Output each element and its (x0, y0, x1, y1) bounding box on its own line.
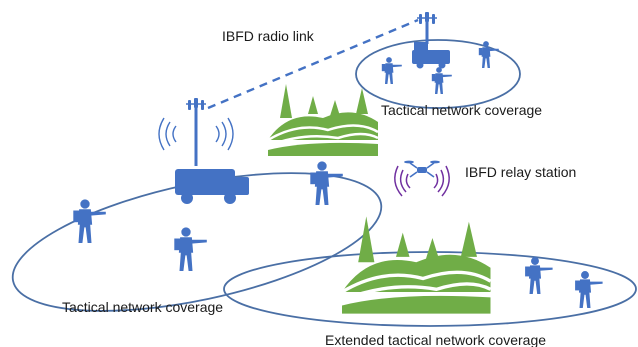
left-coverage-label: Tactical network coverage (62, 299, 223, 315)
soldier-icon (310, 161, 343, 205)
soldier-icon (174, 227, 207, 271)
drone-icon (404, 160, 440, 178)
top-coverage-label: Tactical network coverage (381, 102, 542, 118)
left-military-truck-icon (175, 169, 249, 204)
soldier-icon (73, 199, 106, 243)
ibfd-radio-link-line (207, 18, 419, 110)
left-cell-tower-icon (185, 97, 207, 166)
hills-trees-icon (340, 214, 493, 316)
top-military-truck-icon (412, 42, 450, 69)
signal-waves-icon (158, 117, 234, 151)
soldier-icon (381, 57, 402, 84)
radio-link-label: IBFD radio link (222, 28, 315, 44)
top-coverage-ellipse (355, 39, 521, 109)
soldier-icon (575, 271, 603, 308)
relay-waves-icon (394, 165, 450, 197)
hills-trees-icon (266, 82, 380, 158)
soldier-icon (525, 257, 553, 294)
soldier-icon (431, 67, 452, 94)
extended-coverage-label: Extended tactical network coverage (325, 332, 546, 347)
relay-station-label: IBFD relay station (465, 164, 576, 180)
